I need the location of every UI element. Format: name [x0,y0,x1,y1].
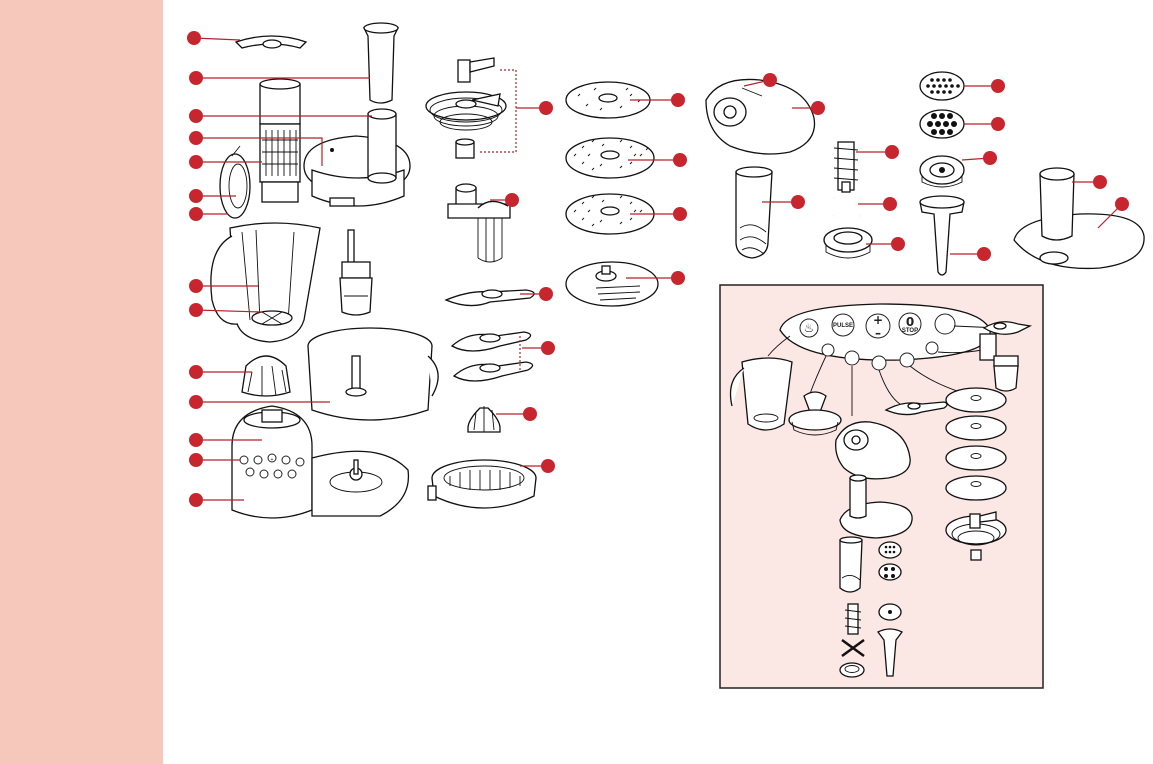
pulse-label: PULSE [833,323,853,329]
french-fry-disc [566,262,658,306]
blender-mode-icon: ♨ [804,321,815,335]
sausage-nozzle [920,196,964,275]
disc-mode-button[interactable] [900,353,914,367]
chopping-blades [452,332,533,381]
mincer-cross-blade [834,198,860,216]
citrus-mode-button[interactable] [822,344,834,356]
dough-mode-button[interactable] [872,356,886,370]
third-col-callouts [626,93,687,285]
slicing-disc-holder [426,58,516,158]
citrus-cone [242,356,290,396]
mincer-ring-nut [824,228,872,258]
mincer-plate-coarse [920,110,964,138]
mincer-mode-button[interactable] [845,351,859,365]
zero-label: 0 [906,315,914,329]
filter-tube [260,79,300,202]
base-plus-symbol: + [271,457,274,463]
minus-symbol: – [875,326,881,340]
blender-lid-cap [236,36,306,48]
mini-chopper [340,230,372,315]
processor-lid [304,109,410,206]
blender-jar-lid [220,146,250,218]
second-col-callouts [490,101,555,473]
motor-base: + [232,406,408,518]
mincer-screw [834,142,858,192]
processor-bowl [308,328,438,420]
inset-usage-panel: ♨ PULSE + – 0 STOP [720,285,1043,688]
mincer-plate-fine [920,72,964,100]
inset-mincer-tube [840,537,862,592]
mincer-head-housing [706,79,815,154]
dough-blade [446,290,534,306]
blender-jar [211,223,320,342]
stop-label: STOP [902,328,918,334]
juicer-cone [468,406,500,432]
chopper-mode-button[interactable] [935,314,955,334]
meat-tray-with-pusher [1014,168,1144,268]
mincer-cutter-wheel [920,156,964,187]
grating-disc-medium [566,138,654,178]
food-pusher-tall [364,23,398,103]
whisk-attachment [448,184,510,262]
plus-symbol: + [873,313,883,327]
juicer-sieve [428,460,536,508]
whisk-mode-button[interactable] [926,342,938,354]
mincer-feed-tube [736,167,772,258]
